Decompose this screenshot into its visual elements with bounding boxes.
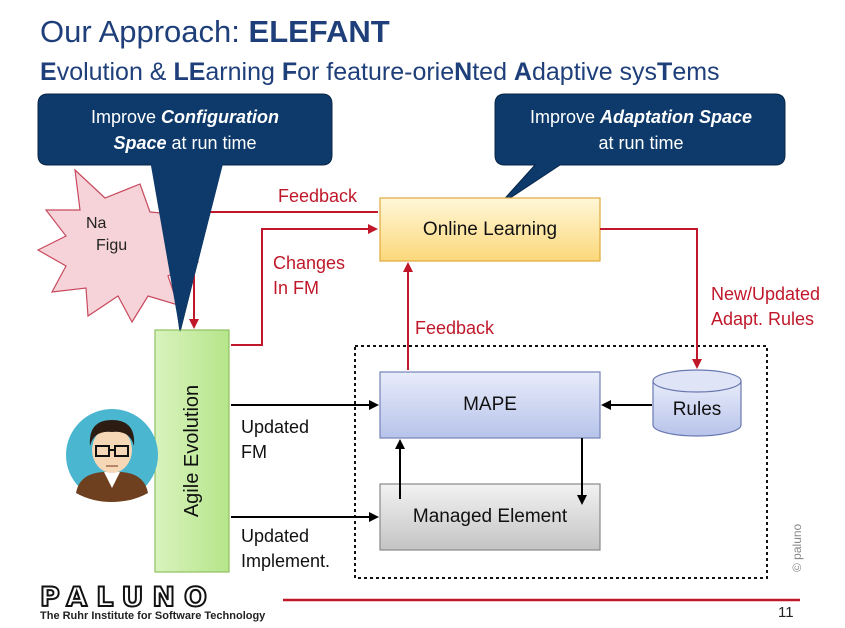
updated-fm-line-2: FM — [241, 442, 267, 462]
new-rules-arrow — [600, 228, 702, 369]
agile-evolution-label: Agile Evolution — [180, 384, 203, 518]
page-subtitle: Evolution & LEarning For feature-orieNte… — [40, 58, 720, 87]
changes-fm-arrow — [231, 224, 378, 346]
new-rules-label: New/Updated Adapt. Rules — [711, 282, 820, 332]
changes-fm-label: Changes In FM — [273, 251, 345, 301]
online-learning-label: Online Learning — [422, 218, 558, 240]
institute-name: The Ruhr Institute for Software Technolo… — [40, 610, 266, 622]
subtitle-segment: LE — [173, 58, 206, 86]
subtitle-segment: A — [513, 58, 532, 86]
managed-system-frame — [354, 345, 768, 579]
subtitle-segment: daptive sys — [531, 58, 658, 86]
copyright-text: © paluno — [790, 523, 804, 572]
managed-element-label: Managed Element — [412, 506, 568, 527]
subtitle-segment: E — [40, 58, 57, 86]
subtitle-segment: ems — [672, 58, 720, 86]
updated-impl-line-2: Implement. — [241, 551, 331, 571]
mape-box — [379, 371, 601, 439]
page-title: Our Approach: ELEFANT — [40, 14, 390, 49]
subtitle-segment: ted — [472, 58, 514, 86]
feedback-top-label: Feedback — [278, 186, 358, 206]
starburst-text: Na Figu — [86, 213, 127, 257]
new-rules-line-2: Adapt. Rules — [711, 309, 815, 329]
starburst-line-1: Na — [86, 215, 107, 232]
updated-impl-line-1: Updated — [241, 526, 310, 546]
updated-impl-label: Updated Implement. — [241, 524, 330, 574]
page-number: 11 — [778, 604, 794, 621]
rules-cylinder — [652, 369, 742, 437]
managed-element-box — [379, 483, 601, 551]
subtitle-segment: arning — [205, 58, 282, 86]
rules-label: Rules — [672, 399, 722, 420]
callout-left-line-1: Improve Configuration — [90, 107, 279, 127]
changes-fm-line-2: In FM — [273, 278, 320, 298]
agile-evolution-box — [154, 329, 230, 573]
callout-left-text: Improve Configuration Space at run time — [44, 104, 326, 156]
callout-left-line-2: Space at run time — [113, 133, 257, 153]
paluno-logo: PALUNO — [39, 581, 216, 614]
callout-right-line-2: at run time — [598, 133, 684, 153]
updated-fm-label: Updated FM — [241, 415, 309, 465]
feedback-mid-label: Feedback — [415, 318, 495, 338]
starburst-line-2: Figu — [96, 237, 128, 254]
subtitle-segment: N — [454, 58, 473, 86]
mape-label: MAPE — [463, 394, 517, 415]
developer-avatar — [66, 409, 158, 502]
updated-fm-line-1: Updated — [241, 417, 310, 437]
callout-right-text: Improve Adaptation Space at run time — [500, 104, 782, 156]
subtitle-segment: T — [657, 58, 673, 86]
subtitle-segment: or feature-orie — [297, 58, 455, 86]
subtitle-segment: volution & — [56, 58, 174, 86]
changes-fm-line-1: Changes — [273, 253, 346, 273]
callout-right-shape — [494, 93, 786, 207]
callout-right-line-1: Improve Adaptation Space — [529, 107, 753, 127]
subtitle-segment: F — [281, 58, 298, 86]
new-rules-line-1: New/Updated — [711, 284, 821, 304]
